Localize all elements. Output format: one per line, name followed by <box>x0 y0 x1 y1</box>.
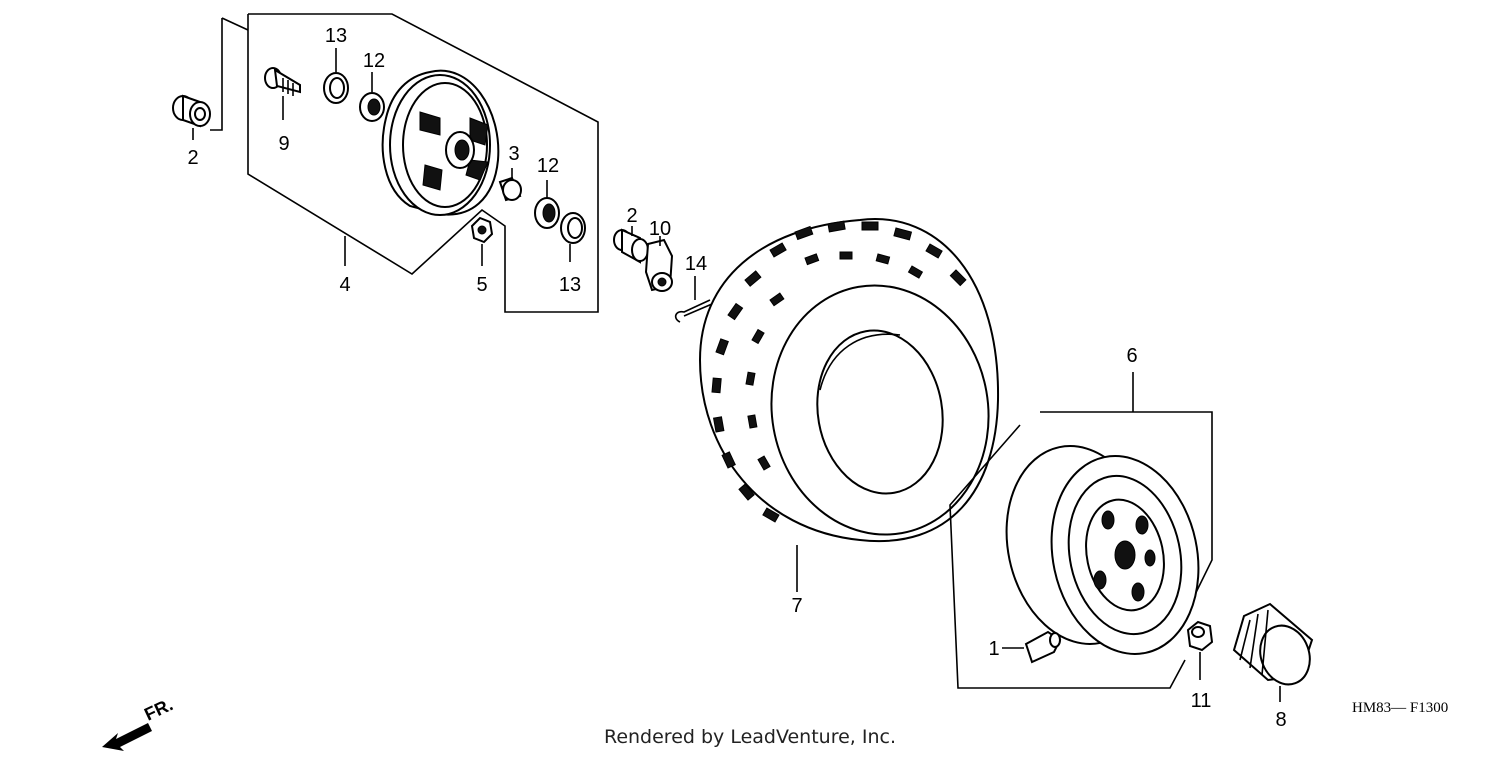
callout-12-upper: 12 <box>363 50 385 72</box>
callout-2-left: 2 <box>187 147 198 169</box>
part-13-oil-seal-lower[interactable] <box>560 212 586 262</box>
callout-9: 9 <box>278 133 289 155</box>
callout-6: 6 <box>1126 345 1137 367</box>
callout-11: 11 <box>1191 690 1212 712</box>
callout-8: 8 <box>1275 709 1286 731</box>
callout-13-upper: 13 <box>325 25 347 47</box>
tire-tread-pattern <box>711 220 967 523</box>
part-14-cotter-pin[interactable] <box>674 276 713 323</box>
front-wheel-hub[interactable] <box>381 69 500 216</box>
part-8-hub-cap[interactable] <box>1232 602 1318 702</box>
callout-1: 1 <box>988 638 999 660</box>
part-3-spacer[interactable] <box>498 168 522 202</box>
part-5-nut[interactable] <box>470 216 494 266</box>
callout-4: 4 <box>339 274 350 296</box>
part-13-oil-seal-upper[interactable] <box>323 48 349 104</box>
part-12-bearing-upper[interactable] <box>359 72 385 122</box>
callout-10: 10 <box>649 218 671 240</box>
arrow-front-icon: FR. <box>102 694 176 751</box>
part-11-nut[interactable] <box>1186 620 1214 680</box>
part-7-tire[interactable] <box>698 218 1008 592</box>
render-credit: Rendered by LeadVenture, Inc. <box>603 726 897 748</box>
part-6-wheel-rim[interactable] <box>949 372 1216 689</box>
front-direction-indicator: FR. <box>100 694 210 760</box>
part-9-bolt[interactable] <box>264 67 301 120</box>
callout-labels: 13 12 9 2 3 12 2 10 14 4 5 13 6 7 1 11 8 <box>187 25 1286 731</box>
direction-label: FR. <box>141 695 176 725</box>
part-10-castle-nut[interactable] <box>644 236 674 292</box>
part-2-collar-right[interactable] <box>613 226 649 264</box>
callout-13-lower: 13 <box>559 274 581 296</box>
part-1-valve-stem[interactable] <box>1002 630 1062 664</box>
callout-2-right: 2 <box>626 205 637 227</box>
callout-14: 14 <box>685 253 707 275</box>
part-2-collar-left[interactable] <box>172 17 249 140</box>
part-12-bearing-lower[interactable] <box>534 180 560 229</box>
hub-assembly-bracket <box>247 13 599 313</box>
callout-5: 5 <box>476 274 487 296</box>
callout-3: 3 <box>508 143 519 165</box>
callout-7: 7 <box>791 595 802 617</box>
figure-code: HM83— F1300 <box>1352 700 1449 716</box>
callout-12-lower: 12 <box>537 155 559 177</box>
